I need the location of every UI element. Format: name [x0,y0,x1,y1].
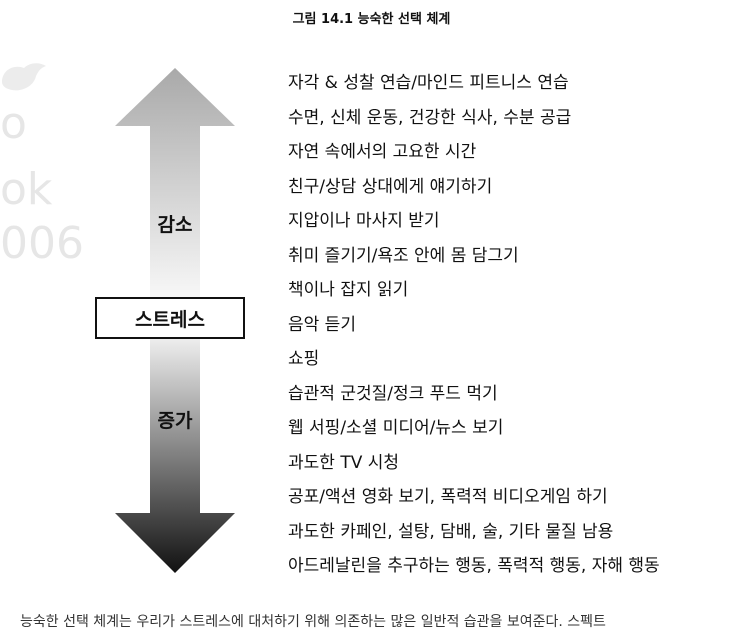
bird-watermark-icon [2,63,46,91]
watermark-text-line: ok [0,164,53,215]
figure-title: 그림 14.1 능숙한 선택 체계 [292,12,451,27]
choice-item: 음악 듣기 [288,314,356,335]
choice-item: 습관적 군것질/정크 푸드 먹기 [288,383,498,404]
watermark: o ok 006 [0,50,90,290]
choice-item: 자연 속에서의 고요한 시간 [288,142,477,162]
increase-label: 증가 [157,410,193,432]
choice-item: 웹 서핑/소셜 미디어/뉴스 보기 [288,418,504,438]
decrease-label: 감소 [157,214,193,236]
choice-item: 쇼핑 [288,349,320,369]
choice-item: 지압이나 마사지 받기 [288,211,440,231]
choice-item: 자각 & 성찰 연습/마인드 피트니스 연습 [288,73,569,93]
figure-caption: 능숙한 선택 체계는 우리가 스트레스에 대처하기 위해 의존하는 많은 일반적… [20,614,606,630]
choice-item: 친구/상담 상대에게 얘기하기 [288,176,493,197]
stress-label: 스트레스 [135,308,205,331]
choice-item: 과도한 TV 시청 [288,452,400,473]
choice-item: 과도한 카페인, 설탕, 담배, 술, 기타 물질 남용 [288,521,614,542]
choice-list: 자각 & 성찰 연습/마인드 피트니스 연습 수면, 신체 운동, 건강한 식사… [288,70,738,588]
choice-item: 아드레날린을 추구하는 행동, 폭력적 행동, 자해 행동 [288,556,660,576]
choice-item: 수면, 신체 운동, 건강한 식사, 수분 공급 [288,107,572,128]
choice-item: 책이나 잡지 읽기 [288,280,409,300]
choice-item: 공포/액션 영화 보기, 폭력적 비디오게임 하기 [288,487,608,507]
stress-label-box: 스트레스 [95,297,245,339]
watermark-text-line: 006 [0,218,84,269]
double-arrow-diagram: 감소 스트레스 증가 [95,68,245,573]
choice-item: 취미 즐기기/욕조 안에 몸 담그기 [288,245,519,266]
watermark-text-line: o [0,98,27,149]
